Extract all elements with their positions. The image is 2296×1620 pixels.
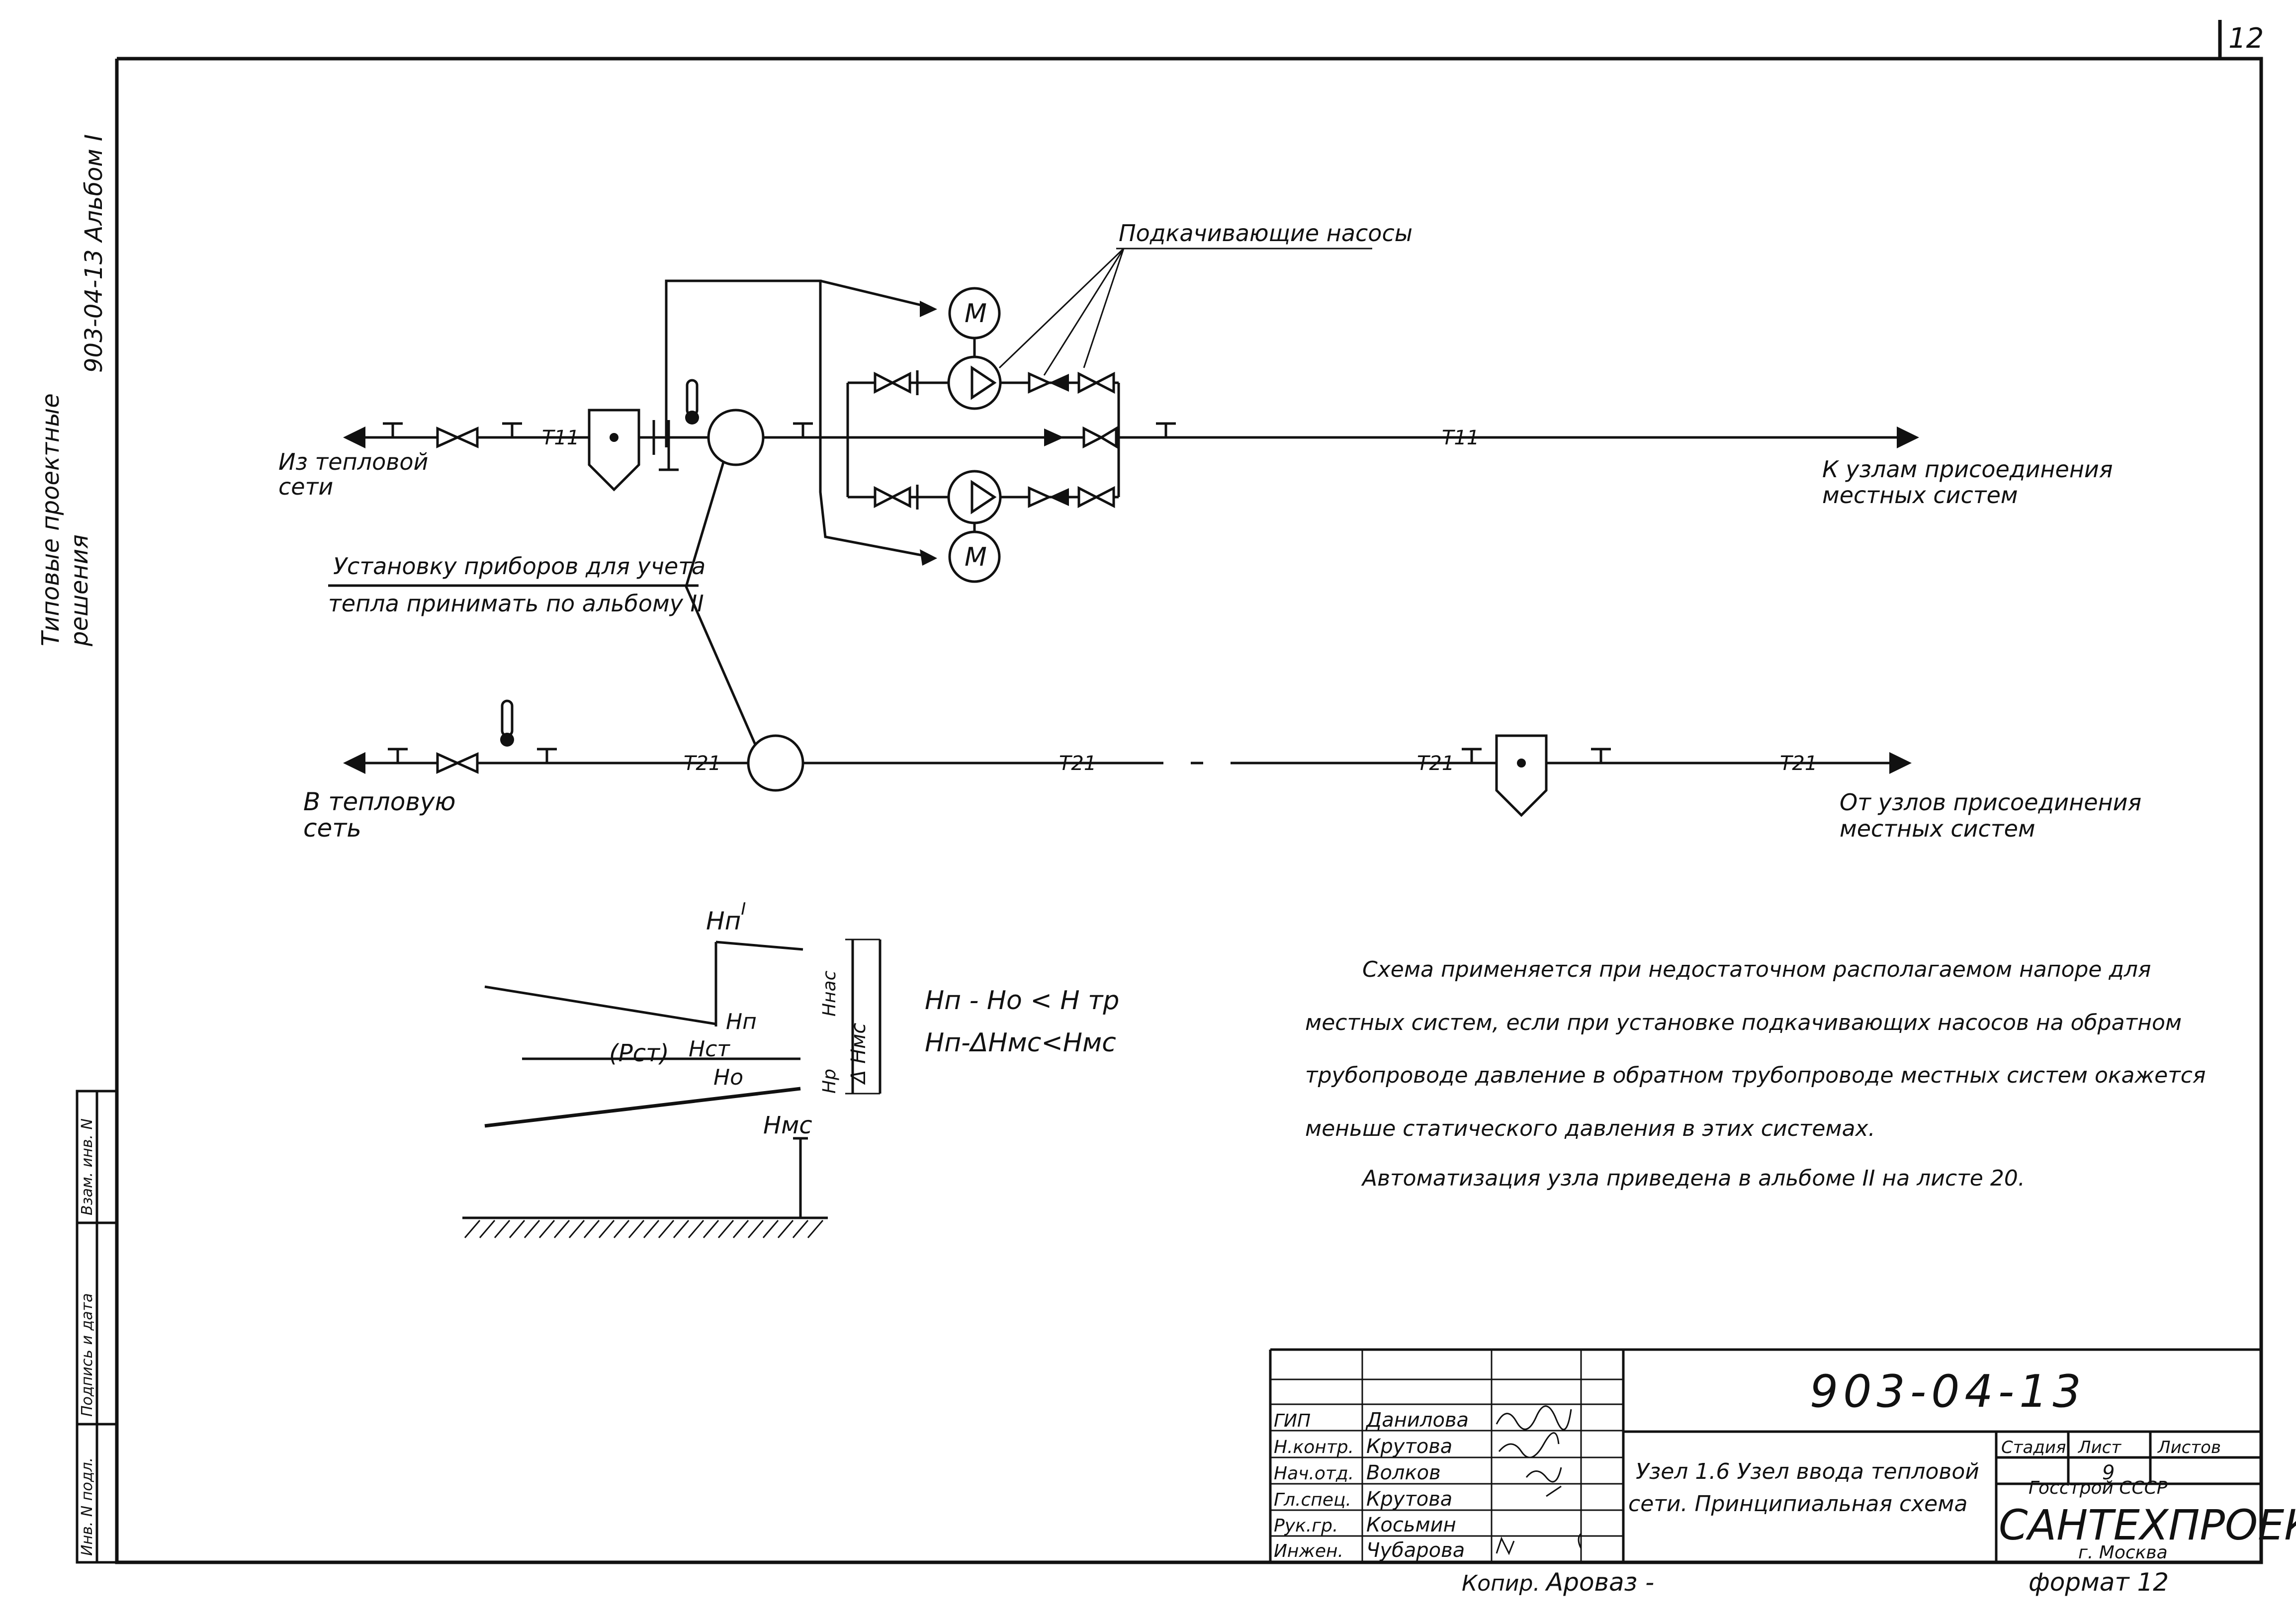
delta-h-mc-label: Δ Hмс: [847, 1023, 870, 1085]
role-6: Инжен.: [1274, 1541, 1343, 1561]
motor-symbol-lower: М: [965, 542, 987, 572]
to-local-systems-label-2: местных систем: [1822, 482, 2018, 509]
note-line-4: меньше статического давления в этих сист…: [1305, 1116, 1875, 1141]
album-reference: 903-04-13 Альбом I: [80, 134, 108, 373]
p-st-label: (Рст): [609, 1039, 669, 1067]
name-1: Данилова: [1365, 1409, 1469, 1432]
h-r-label: Hр: [819, 1069, 840, 1094]
return-pipe-label-1: Т21: [684, 752, 721, 775]
stamp-vzam-inv: Взам. инв. N: [79, 1118, 96, 1215]
sheet-title-line-2: сети. Принципиальная схема: [1628, 1491, 1967, 1517]
sheet-header: Лист: [2077, 1438, 2121, 1457]
motor-symbol-upper: М: [965, 299, 987, 329]
h-p-prime-label: HпI: [706, 899, 746, 936]
pumps-label: Подкачивающие насосы: [1119, 220, 1413, 247]
note-line-1: Схема применяется при недостаточном расп…: [1362, 957, 2151, 982]
from-local-systems-label-1: От узлов присоединения: [1840, 789, 2141, 816]
copied-by-label: Копир.: [1462, 1571, 1540, 1596]
pump-station: [665, 248, 1372, 583]
h-st-label: Hст: [689, 1036, 730, 1062]
org-line-2: САНТЕХПРОЕКТ: [1999, 1501, 2296, 1549]
note-line-5: Автоматизация узла приведена в альбоме I…: [1361, 1166, 2025, 1191]
supply-pipe-label-right: Т11: [1442, 426, 1479, 449]
to-network-label-2: сеть: [303, 814, 361, 843]
series-label-1: Типовые проектные: [37, 393, 65, 646]
formula-1: Hп - Hо < H тр: [925, 986, 1119, 1016]
meter-note-line-1: Установку приборов для учета: [333, 553, 706, 580]
series-label-2: решения: [66, 534, 93, 647]
name-2: Крутова: [1366, 1435, 1452, 1458]
to-network-label-1: В тепловую: [303, 787, 455, 816]
return-pipe-label-2: Т21: [1059, 752, 1096, 775]
from-network-label-2: сети: [278, 473, 333, 500]
sheet-title-line-1: Узел 1.6 Узел ввода тепловой: [1636, 1459, 1979, 1484]
role-5: Рук.гр.: [1274, 1516, 1338, 1536]
signatures: [1496, 1405, 1582, 1555]
stamp-inv-podl: Инв. N подл.: [79, 1457, 96, 1556]
sheet-frame: [115, 20, 2263, 1564]
h-o-label: Hо: [713, 1065, 743, 1090]
sheets-header: Листов: [2157, 1438, 2221, 1457]
pressure-graph: [462, 938, 882, 1238]
page-number: 12: [2228, 22, 2264, 55]
from-network-label-1: Из тепловой: [278, 448, 428, 475]
copier-signature: Ароваз -: [1545, 1568, 1654, 1597]
name-6: Чубарова: [1366, 1539, 1465, 1562]
format-label: формат 12: [2029, 1568, 2169, 1597]
to-local-systems-label-1: К узлам присоединения: [1822, 456, 2113, 483]
return-pipe-label-4: Т21: [1780, 752, 1817, 775]
role-1: ГИП: [1274, 1411, 1311, 1431]
return-pipeline: [343, 699, 1912, 817]
formula-2: Hп-ΔHмс<Hмс: [925, 1028, 1116, 1058]
name-3: Волков: [1366, 1461, 1441, 1484]
h-nas-label: Hнас: [819, 970, 840, 1017]
stamp-podpis-data: Подпись и дата: [79, 1293, 96, 1417]
stage-header: Стадия: [2001, 1438, 2066, 1457]
from-local-systems-label-2: местных систем: [1840, 815, 2035, 842]
supply-pipe-label-left: Т11: [542, 426, 579, 449]
org-line-1: Госстрой СССР: [2029, 1478, 2168, 1498]
left-stamp-strip: [76, 1090, 118, 1564]
doc-code: 903-04-13: [1810, 1365, 2086, 1418]
name-4: Крутова: [1366, 1488, 1452, 1511]
h-mc-label: Hмс: [763, 1111, 812, 1139]
title-block: [1269, 1348, 2261, 1562]
org-line-3: г. Москва: [2078, 1542, 2168, 1563]
return-pipe-label-3: Т21: [1417, 752, 1454, 775]
role-2: Н.контр.: [1274, 1437, 1354, 1457]
sheet-number: 9: [2102, 1461, 2115, 1484]
role-4: Гл.спец.: [1274, 1490, 1351, 1510]
supply-pipeline: [343, 379, 1919, 497]
meter-note-line-2: тепла принимать по альбому II: [328, 590, 704, 617]
note-line-2: местных систем, если при установке подка…: [1305, 1010, 2182, 1035]
note-line-3: трубопроводе давление в обратном трубопр…: [1305, 1063, 2206, 1088]
name-5: Косьмин: [1366, 1514, 1456, 1536]
h-p-label: Hп: [726, 1009, 757, 1034]
role-3: Нач.отд.: [1274, 1463, 1354, 1484]
